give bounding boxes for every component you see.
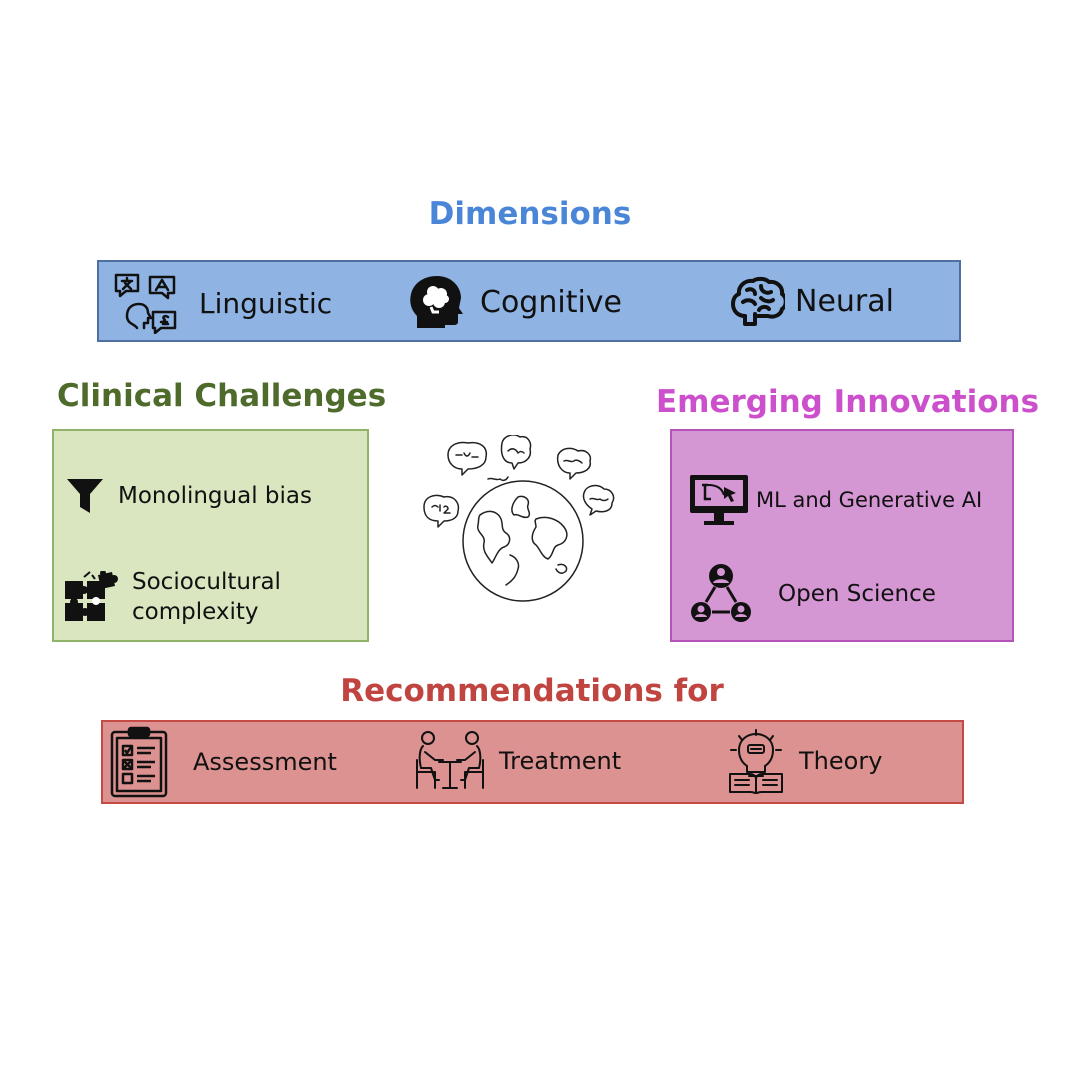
innovation-ml-generative-ai: ML and Generative AI	[688, 473, 982, 527]
monitor-ai-icon	[688, 473, 750, 527]
innovation-label: ML and Generative AI	[756, 488, 983, 512]
recommendation-label: Treatment	[499, 747, 622, 775]
recommendation-assessment: Assessment	[109, 726, 337, 798]
challenge-label-line1: Sociocultural	[132, 569, 281, 595]
dimension-cognitive: Cognitive	[409, 274, 622, 330]
recommendations-box: Assessment Treatment	[101, 720, 964, 804]
dimensions-title: Dimensions	[428, 196, 632, 232]
recommendation-label: Theory	[799, 747, 883, 775]
challenge-label-line2: complexity	[132, 599, 259, 625]
checklist-icon	[109, 726, 169, 798]
dimensions-box: Linguistic Cognitive Neural	[97, 260, 961, 342]
challenge-label: Monolingual bias	[118, 483, 312, 509]
dimension-label: Neural	[795, 283, 894, 319]
clinical-challenges-box: Monolingual bias Sociocultural complexit…	[52, 429, 369, 642]
lightbulb-book-icon	[727, 728, 785, 794]
emerging-innovations-box: ML and Generative AI Open Science	[670, 429, 1014, 642]
challenge-sociocultural-complexity: Sociocultural complexity	[64, 567, 281, 627]
challenge-label: Sociocultural complexity	[132, 567, 281, 627]
globe-speech-bubbles-icon	[418, 434, 628, 605]
puzzle-icon	[64, 571, 120, 623]
dimension-neural: Neural	[731, 276, 894, 326]
recommendations-title: Recommendations for	[340, 673, 724, 709]
challenge-monolingual-bias: Monolingual bias	[66, 477, 312, 515]
innovation-label: Open Science	[778, 581, 936, 607]
dimension-label: Cognitive	[480, 284, 623, 320]
network-people-icon	[690, 563, 752, 625]
innovation-open-science: Open Science	[690, 563, 936, 625]
recommendation-label: Assessment	[193, 748, 337, 776]
brain-icon	[731, 276, 785, 326]
head-brain-icon	[409, 274, 463, 330]
recommendation-treatment: Treatment	[413, 730, 621, 792]
dimension-linguistic: Linguistic	[113, 272, 332, 334]
recommendation-theory: Theory	[727, 728, 882, 794]
dimension-label: Linguistic	[199, 286, 333, 320]
clinical-challenges-title: Clinical Challenges	[57, 378, 387, 414]
therapy-session-icon	[413, 730, 487, 792]
emerging-innovations-title: Emerging Innovations	[656, 384, 1040, 420]
filter-icon	[66, 477, 104, 515]
languages-icon	[113, 272, 179, 334]
